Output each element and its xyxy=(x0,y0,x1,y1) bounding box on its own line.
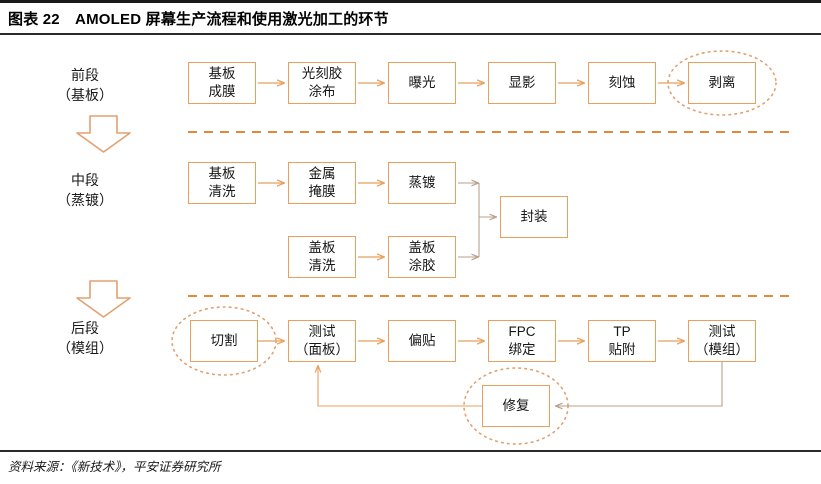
process-box-cover-glue[interactable]: 盖板 涂胶 xyxy=(388,236,456,278)
page-title: 图表 22 AMOLED 屏幕生产流程和使用激光加工的环节 xyxy=(8,11,389,28)
process-box-encapsulation[interactable]: 封装 xyxy=(500,196,568,238)
process-label: 刻蚀 xyxy=(608,75,636,90)
process-label: FPC 绑定 xyxy=(508,324,536,357)
process-label: 曝光 xyxy=(408,75,436,90)
footer-rule xyxy=(0,450,821,452)
process-box-cutting[interactable]: 切割 xyxy=(190,320,258,362)
process-label: 显影 xyxy=(508,75,536,90)
process-label: 盖板 涂胶 xyxy=(408,240,436,273)
source-note: 资料来源：《新技术》，平安证券研究所 xyxy=(8,460,221,474)
stage-label-middle: 中段 （蒸镀） xyxy=(25,170,145,210)
process-label: 光刻胶 涂布 xyxy=(301,66,343,99)
process-label: 基板 成膜 xyxy=(208,66,236,99)
process-label: 基板 清洗 xyxy=(208,166,236,199)
process-box-test-module[interactable]: 测试 （模组） xyxy=(688,320,756,362)
process-label: 封装 xyxy=(520,209,548,224)
process-box-tp-attach[interactable]: TP 贴附 xyxy=(588,320,656,362)
process-box-test-panel[interactable]: 测试 （面板） xyxy=(288,320,356,362)
stage-middle-line1: 中段 xyxy=(71,172,99,188)
process-label: 蒸镀 xyxy=(408,175,436,190)
process-label: 切割 xyxy=(210,333,238,348)
process-label: 剥离 xyxy=(708,75,736,90)
process-box-cover-clean[interactable]: 盖板 清洗 xyxy=(288,236,356,278)
title-rule xyxy=(0,33,821,35)
process-label: 测试 （模组） xyxy=(695,324,749,357)
feedback-repair-to-testpanel xyxy=(318,366,482,407)
process-box-fpc-bonding[interactable]: FPC 绑定 xyxy=(488,320,556,362)
process-box-photoresist[interactable]: 光刻胶 涂布 xyxy=(288,62,356,104)
process-box-exposure[interactable]: 曝光 xyxy=(388,62,456,104)
stage-front-line1: 前段 xyxy=(71,67,99,83)
process-label: 修复 xyxy=(502,398,530,413)
process-label: 盖板 清洗 xyxy=(308,240,336,273)
process-box-polarizer[interactable]: 偏贴 xyxy=(388,320,456,362)
process-box-metal-mask[interactable]: 金属 掩膜 xyxy=(288,162,356,204)
feedback-testmodule-to-repair xyxy=(556,362,723,406)
top-rule xyxy=(0,0,821,3)
stage-label-front: 前段 （基板） xyxy=(25,65,145,105)
process-box-substrate-clean[interactable]: 基板 清洗 xyxy=(188,162,256,204)
stage-middle-line2: （蒸镀） xyxy=(57,192,113,208)
process-box-repair[interactable]: 修复 xyxy=(482,385,550,427)
stage-back-line1: 后段 xyxy=(71,320,99,336)
stage-front-line2: （基板） xyxy=(57,87,113,103)
front-to-middle-arrow xyxy=(76,115,131,153)
process-box-evaporation[interactable]: 蒸镀 xyxy=(388,162,456,204)
process-label: 金属 掩膜 xyxy=(308,166,336,199)
process-box-etch[interactable]: 刻蚀 xyxy=(588,62,656,104)
process-label: 偏贴 xyxy=(408,333,436,348)
merge-connector-encapsulation xyxy=(458,183,496,257)
process-label: TP 贴附 xyxy=(608,324,636,357)
middle-to-back-arrow xyxy=(76,280,131,318)
stage-back-line2: （模组） xyxy=(57,340,113,356)
process-box-fab-film[interactable]: 基板 成膜 xyxy=(188,62,256,104)
process-box-develop[interactable]: 显影 xyxy=(488,62,556,104)
process-label: 测试 （面板） xyxy=(295,324,349,357)
stage-label-back: 后段 （模组） xyxy=(25,318,145,358)
process-box-strip[interactable]: 剥离 xyxy=(688,62,756,104)
